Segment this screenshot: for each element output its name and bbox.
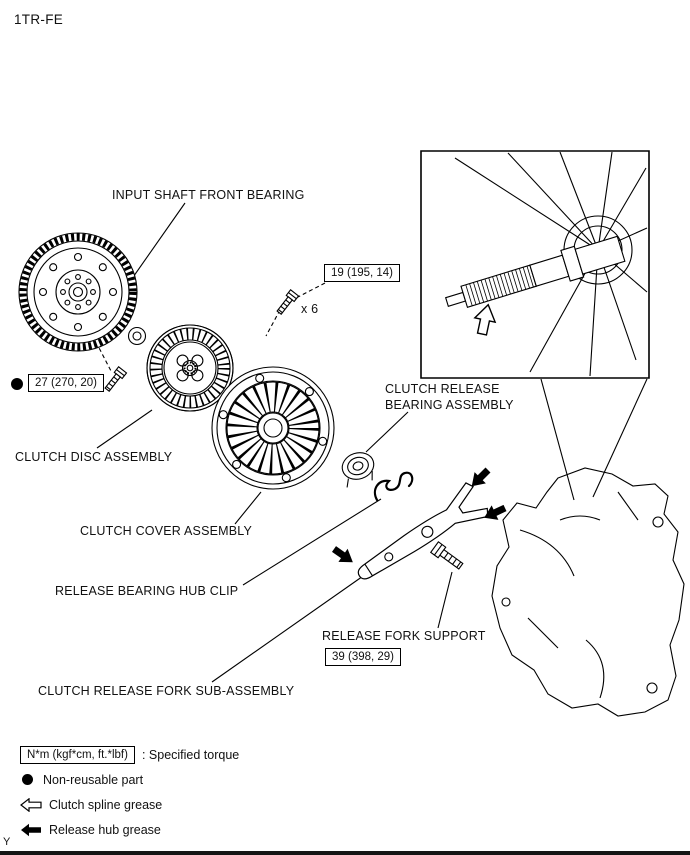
- clutch-cover-drawing: [212, 367, 334, 489]
- release-hub-grease-icon: [21, 823, 41, 836]
- label-clutch-release-fork-sub-assembly: CLUTCH RELEASE FORK SUB-ASSEMBLY: [38, 684, 295, 698]
- input-shaft-drawing: [442, 233, 625, 317]
- label-clutch-disc-assembly: CLUTCH DISC ASSEMBLY: [15, 450, 173, 464]
- flywheel-drawing: [19, 233, 137, 351]
- bolt-count-label: x 6: [301, 302, 319, 316]
- legend-clutch-spline-grease-label: Clutch spline grease: [49, 797, 163, 812]
- transmission-case-drawing: [492, 468, 684, 716]
- bolt-leader-lines: [96, 283, 325, 371]
- release-fork-drawing: [349, 481, 492, 593]
- label-release-bearing-hub-clip: RELEASE BEARING HUB CLIP: [55, 584, 239, 598]
- non-reusable-part-icon: [11, 378, 23, 390]
- bottom-edge-bar: [0, 851, 690, 855]
- page-marker: Y: [3, 836, 11, 848]
- label-release-fork-support: RELEASE FORK SUPPORT: [322, 629, 486, 643]
- hub-clip-drawing: [375, 473, 412, 500]
- label-line: CLUTCH RELEASE: [385, 382, 500, 396]
- legend-row-specified-torque: N*m (kgf*cm, ft.*lbf) : Specified torque: [20, 745, 239, 764]
- inset-leader-lines: [541, 379, 647, 500]
- legend-row-release-hub-grease: Release hub grease: [20, 820, 239, 839]
- legend-row-clutch-spline-grease: Clutch spline grease: [20, 795, 239, 814]
- input-shaft-front-bearing-drawing: [129, 328, 146, 345]
- label-input-shaft-front-bearing: INPUT SHAFT FRONT BEARING: [112, 188, 305, 202]
- label-line: BEARING ASSEMBLY: [385, 397, 514, 412]
- release-hub-grease-arrow-icon: [328, 541, 358, 570]
- torque-box-flywheel-area-bolt: 27 (270, 20): [28, 374, 105, 392]
- label-clutch-cover-assembly: CLUTCH COVER ASSEMBLY: [80, 524, 253, 538]
- legend-torque-description: : Specified torque: [141, 747, 240, 762]
- label-clutch-release-bearing-assembly: CLUTCH RELEASE BEARING ASSEMBLY: [385, 382, 514, 413]
- non-reusable-part-icon: [22, 774, 33, 785]
- clutch-cover-bolt-drawing: [274, 289, 300, 317]
- flywheel-area-bolt-drawing: [102, 366, 128, 394]
- inset-detail-box: [421, 151, 649, 378]
- legend-non-reusable-label: Non-reusable part: [43, 772, 144, 787]
- engine-code: 1TR-FE: [14, 12, 64, 27]
- clutch-disc-drawing: [147, 325, 233, 411]
- legend: N*m (kgf*cm, ft.*lbf) : Specified torque…: [20, 745, 239, 839]
- legend-release-hub-grease-label: Release hub grease: [49, 822, 161, 837]
- legend-torque-unit-box: N*m (kgf*cm, ft.*lbf): [20, 745, 135, 764]
- release-fork-support-drawing: [429, 541, 466, 573]
- torque-box-release-fork-support: 39 (398, 29): [325, 648, 402, 666]
- release-bearing-drawing: [338, 449, 379, 489]
- legend-row-non-reusable: Non-reusable part: [20, 770, 239, 789]
- torque-box-clutch-cover-bolts: 19 (195, 14): [324, 264, 401, 282]
- clutch-spline-grease-icon: [20, 797, 42, 812]
